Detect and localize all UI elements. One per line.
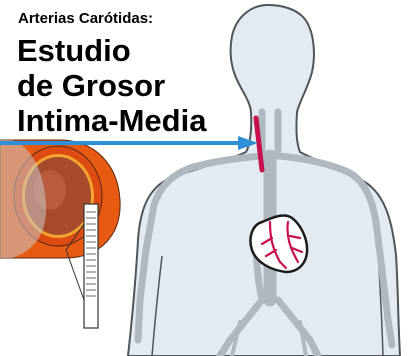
title-line-2: de Grosor [17,69,165,103]
artery-cross-section [0,140,120,258]
subtitle: Arterias Carótidas: [18,10,153,27]
title-line-1: Estudio [17,34,131,68]
title-line-3: Intima-Media [17,104,206,138]
